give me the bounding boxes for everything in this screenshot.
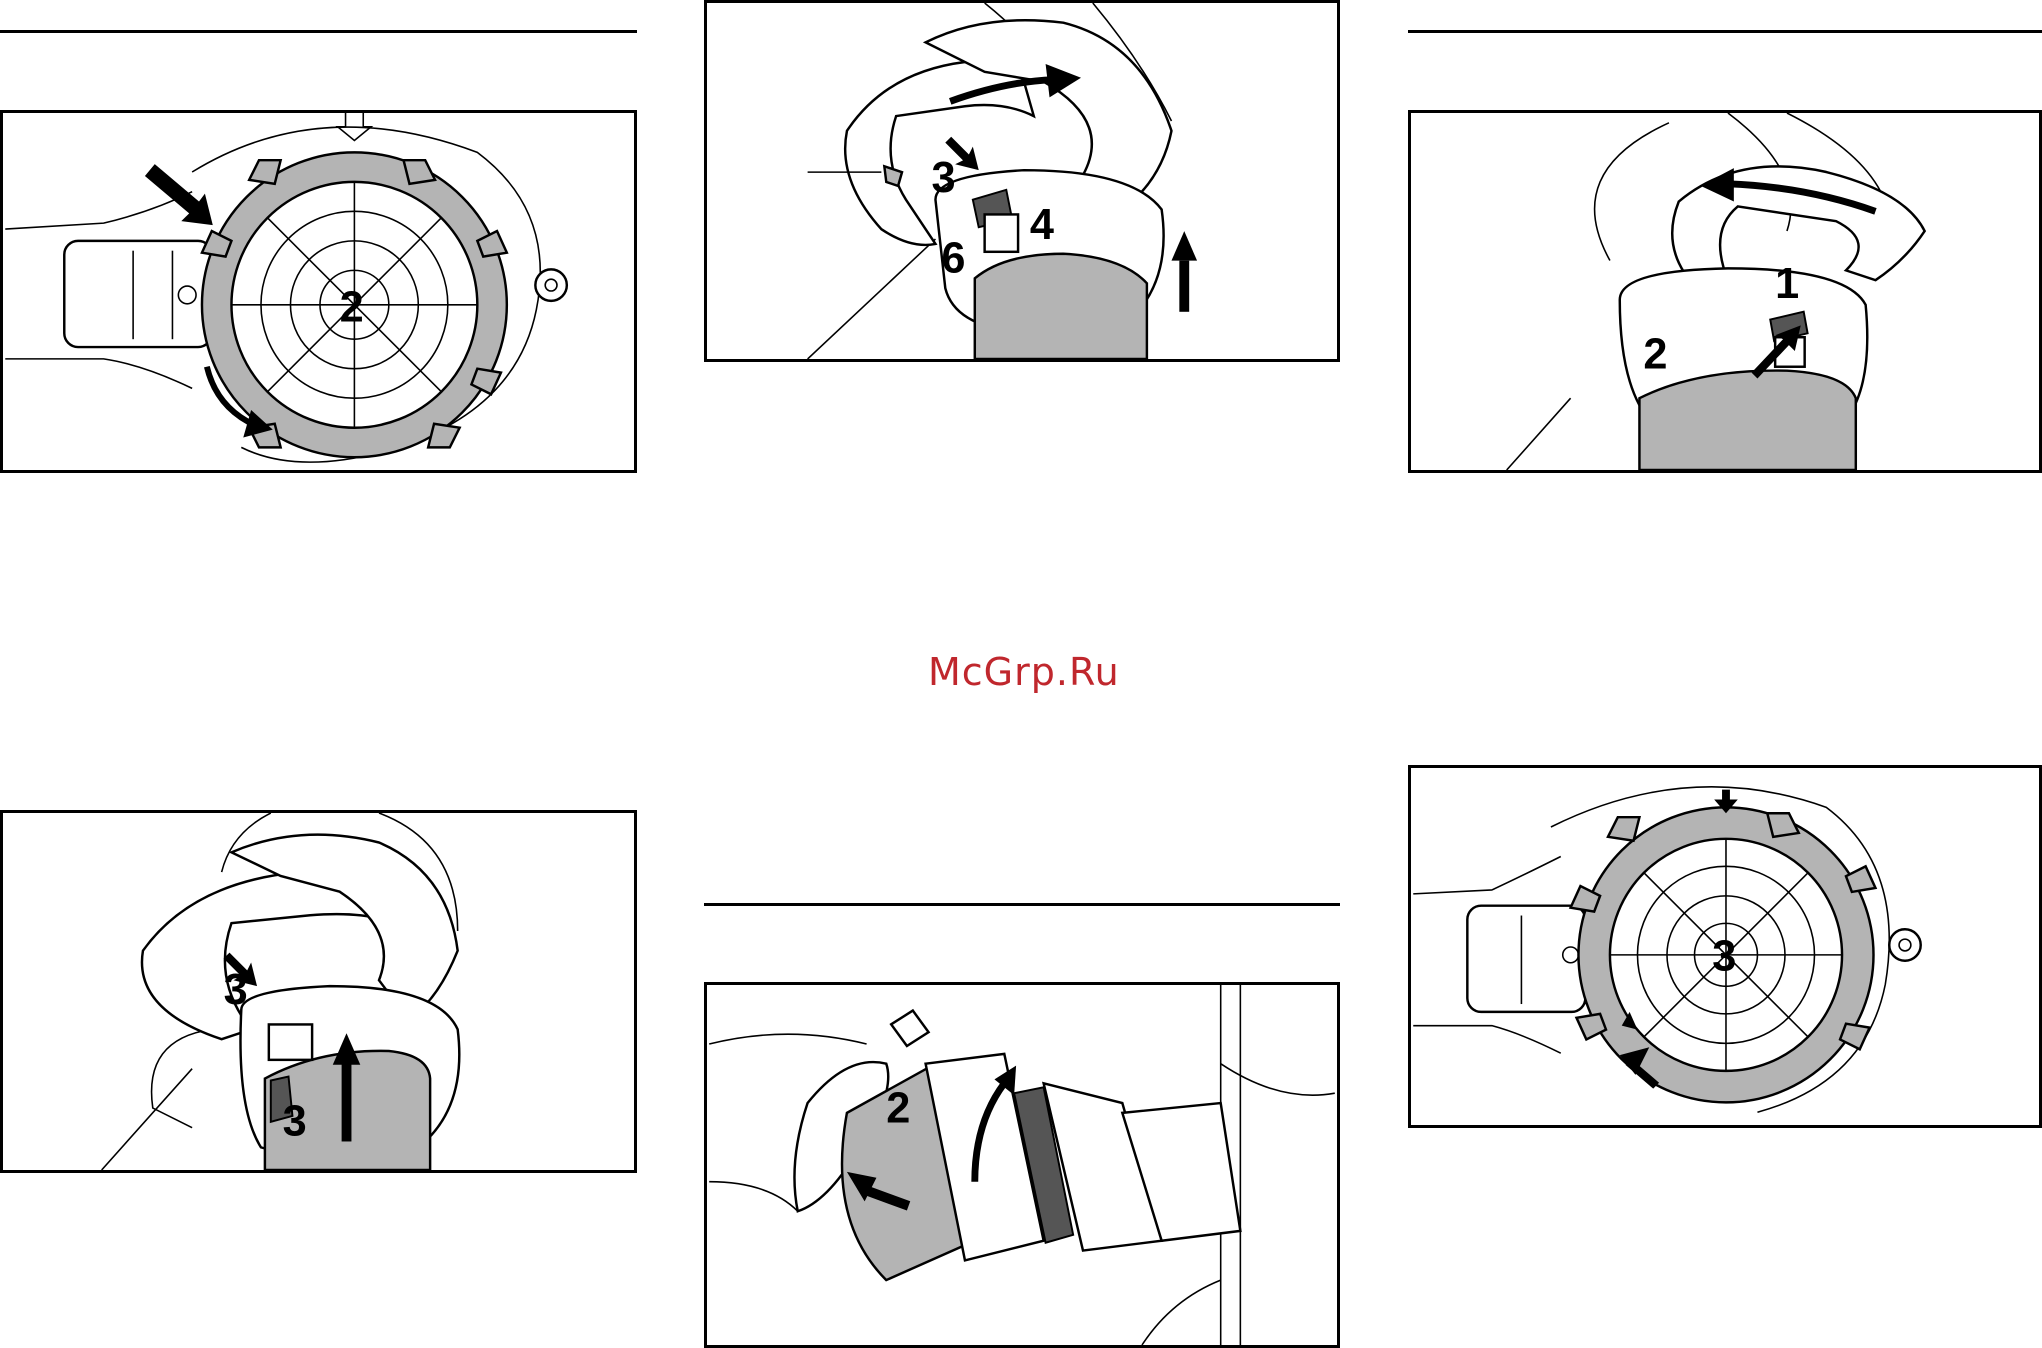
section-rule-top-left <box>0 30 637 33</box>
figure-6-drawing: 3 <box>1411 768 2039 1125</box>
callout-2: 2 <box>340 283 364 331</box>
figure-3-drawing: 1 2 <box>1411 113 2039 470</box>
section-rule-bottom-middle <box>704 903 1340 906</box>
callout-2: 2 <box>1643 331 1667 379</box>
figure-nozzle-insert: 3 3 <box>0 810 637 1173</box>
figure-nozzle-latch-release: 3 4 6 <box>704 0 1340 362</box>
callout-3-lower: 3 <box>283 1098 307 1146</box>
callout-3: 3 <box>1712 933 1736 981</box>
watermark: McGrp.Ru <box>928 650 1120 694</box>
figure-handle-attachment: 1 2 <box>1408 110 2042 473</box>
figure-filter-cover-removal: 2 <box>0 110 637 473</box>
section-rule-top-right <box>1408 30 2042 33</box>
callout-6: 6 <box>941 234 965 282</box>
figure-1-drawing: 2 <box>3 113 634 470</box>
figure-filter-cover-refit: 3 <box>1408 765 2042 1128</box>
callout-3: 3 <box>932 154 956 202</box>
figure-4-drawing: 3 3 <box>3 813 634 1170</box>
callout-4: 4 <box>1030 201 1054 249</box>
callout-3-upper: 3 <box>224 966 248 1014</box>
figure-5-drawing: 2 <box>707 985 1337 1345</box>
figure-tube-rotation: 2 <box>704 982 1340 1348</box>
figure-2-drawing: 3 4 6 <box>707 3 1337 359</box>
callout-2: 2 <box>886 1085 910 1133</box>
callout-1: 1 <box>1775 260 1799 308</box>
